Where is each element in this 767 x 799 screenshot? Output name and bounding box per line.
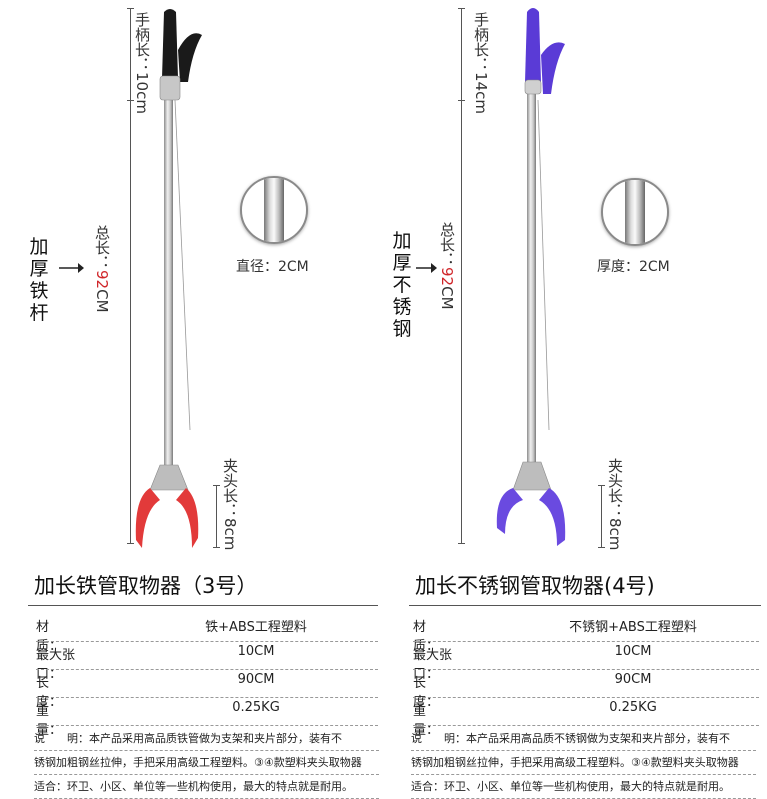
right-handle-dim-label: 手柄长：14cm	[472, 12, 490, 114]
left-title-divider	[28, 605, 378, 606]
left-head-tick-bottom	[213, 547, 220, 548]
right-head-dim-line	[601, 485, 602, 547]
left-grabber-image	[135, 9, 202, 548]
right-head-tick-top	[598, 485, 605, 486]
right-product: 手柄长：14cm 总长：92CM 夹头长：8cm 加厚不锈钢 厚度：2CM 加长…	[383, 0, 767, 799]
desc-line: 适合：环卫、小区、单位等一些机构使用，最大的特点就是耐用。	[411, 775, 756, 799]
right-cross-section-image	[601, 178, 669, 246]
left-dim-tick-bottom	[127, 543, 134, 544]
right-dim-tick-bottom	[458, 543, 465, 544]
right-grabber-image	[496, 8, 566, 546]
right-spec-row: 最大张口：10CM	[413, 644, 759, 682]
desc-line: 说 明：本产品采用高品质不锈钢做为支架和夹片部分，装有不	[411, 727, 756, 751]
left-arrow-icon	[59, 263, 84, 273]
right-side-label: 加厚不锈钢	[392, 230, 412, 340]
left-spec-row: 重 量：0.25KG	[36, 700, 378, 738]
right-cross-section-caption: 厚度：2CM	[597, 259, 670, 275]
desc-line: 适合：环卫、小区、单位等一些机构使用，最大的特点就是耐用。	[34, 775, 379, 799]
right-product-title: 加长不锈钢管取物器(4号)	[415, 574, 655, 598]
left-head-dim-line	[216, 485, 217, 547]
left-head-tick-top	[213, 485, 220, 486]
left-dim-tick-handle	[127, 100, 134, 101]
left-product-title: 加长铁管取物器（3号）	[34, 574, 258, 598]
desc-line: 锈钢加粗钢丝拉伸，手把采用高级工程塑料。③④款塑料夹头取物器	[34, 751, 379, 775]
right-total-dim-line	[461, 8, 462, 543]
desc-line: 说 明：本产品采用高品质铁管做为支架和夹片部分，装有不	[34, 727, 379, 751]
right-spec-row: 长 度：90CM	[413, 672, 759, 710]
right-total-dim-label: 总长：92CM	[438, 222, 456, 310]
right-head-tick-bottom	[598, 547, 605, 548]
left-side-label: 加厚铁杆	[29, 236, 49, 324]
left-product: 手柄长：10cm 总长：92CM 夹头长：8cm 加厚铁杆 直径：2CM	[0, 0, 383, 799]
left-spec-row: 长 度：90CM	[36, 672, 378, 710]
right-dim-tick-top	[458, 8, 465, 9]
left-spec-row: 最大张口：10CM	[36, 644, 378, 682]
right-spec-row: 材 质：不锈钢+ABS工程塑料	[413, 616, 759, 654]
desc-line: 锈钢加粗钢丝拉伸，手把采用高级工程塑料。③④款塑料夹头取物器	[411, 751, 756, 775]
right-arrow-icon	[416, 263, 437, 273]
left-spec-row: 材 质：铁+ABS工程塑料	[36, 616, 378, 654]
left-head-dim-label: 夹头长：8cm	[221, 458, 239, 551]
left-cross-section-image	[240, 176, 308, 244]
right-description: 说 明：本产品采用高品质不锈钢做为支架和夹片部分，装有不 锈钢加粗钢丝拉伸，手把…	[411, 727, 756, 799]
left-total-dim-label: 总长：92CM	[93, 225, 111, 313]
left-handle-dim-label: 手柄长：10cm	[133, 12, 151, 114]
right-dim-tick-handle	[458, 100, 465, 101]
left-total-dim-line	[130, 8, 131, 543]
left-description: 说 明：本产品采用高品质铁管做为支架和夹片部分，装有不 锈钢加粗钢丝拉伸，手把采…	[34, 727, 379, 799]
right-spec-row: 重 量：0.25KG	[413, 700, 759, 738]
right-title-divider	[409, 605, 761, 606]
left-dim-tick-top	[127, 8, 134, 9]
right-head-dim-label: 夹头长：8cm	[606, 458, 624, 551]
left-cross-section-caption: 直径：2CM	[236, 259, 309, 275]
